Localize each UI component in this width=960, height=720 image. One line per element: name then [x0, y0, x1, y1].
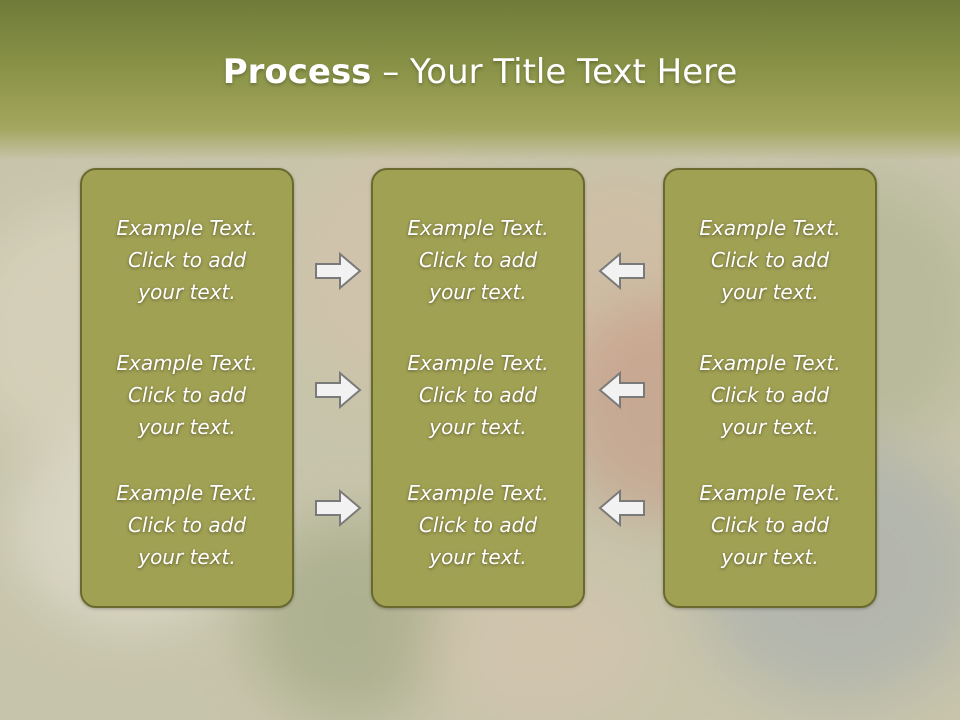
text-line: Click to add [710, 383, 830, 407]
text-line: your text. [721, 545, 819, 569]
text-line: Click to add [418, 248, 538, 272]
text-line: your text. [721, 415, 819, 439]
text-line: your text. [138, 545, 236, 569]
text-line: Click to add [127, 513, 247, 537]
process-panel-2[interactable]: Example Text. Click to add your text. Ex… [371, 168, 585, 608]
text-line: Example Text. [407, 216, 549, 240]
text-line: Example Text. [407, 481, 549, 505]
text-line: your text. [429, 280, 527, 304]
text-line: Example Text. [699, 481, 841, 505]
text-block[interactable]: Example Text. Click to add your text. [373, 477, 583, 573]
text-line: Click to add [418, 383, 538, 407]
text-line: your text. [138, 280, 236, 304]
text-block[interactable]: Example Text. Click to add your text. [373, 212, 583, 308]
arrow-right-icon [315, 370, 362, 410]
slide-title[interactable]: Process – Your Title Text Here [0, 52, 960, 92]
text-block[interactable]: Example Text. Click to add your text. [665, 477, 875, 573]
text-block[interactable]: Example Text. Click to add your text. [665, 212, 875, 308]
text-line: Example Text. [116, 351, 258, 375]
text-line: Example Text. [116, 481, 258, 505]
text-block[interactable]: Example Text. Click to add your text. [373, 347, 583, 443]
text-block[interactable]: Example Text. Click to add your text. [82, 347, 292, 443]
title-bar [0, 0, 960, 160]
text-line: your text. [721, 280, 819, 304]
text-line: Example Text. [699, 216, 841, 240]
text-line: Click to add [710, 248, 830, 272]
arrow-left-icon [598, 370, 645, 410]
text-line: Click to add [418, 513, 538, 537]
text-line: your text. [429, 545, 527, 569]
title-rest: – Your Title Text Here [371, 52, 738, 92]
title-bold: Process [222, 52, 372, 92]
arrow-left-icon [598, 251, 645, 291]
arrow-right-icon [315, 488, 362, 528]
text-line: Example Text. [407, 351, 549, 375]
arrow-left-icon [598, 488, 645, 528]
process-panel-3[interactable]: Example Text. Click to add your text. Ex… [663, 168, 877, 608]
text-line: Click to add [127, 248, 247, 272]
text-block[interactable]: Example Text. Click to add your text. [665, 347, 875, 443]
process-panel-1[interactable]: Example Text. Click to add your text. Ex… [80, 168, 294, 608]
text-block[interactable]: Example Text. Click to add your text. [82, 212, 292, 308]
text-line: your text. [138, 415, 236, 439]
arrow-right-icon [315, 251, 362, 291]
text-line: Example Text. [116, 216, 258, 240]
text-block[interactable]: Example Text. Click to add your text. [82, 477, 292, 573]
text-line: your text. [429, 415, 527, 439]
text-line: Example Text. [699, 351, 841, 375]
text-line: Click to add [710, 513, 830, 537]
text-line: Click to add [127, 383, 247, 407]
